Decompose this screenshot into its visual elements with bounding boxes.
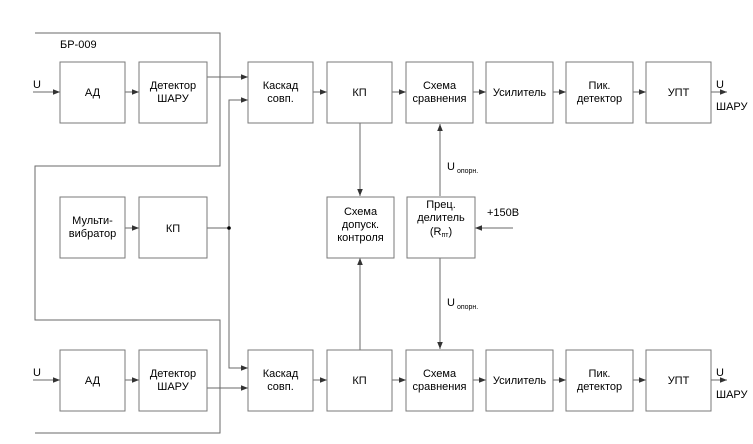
svg-text:сравнения: сравнения (413, 381, 467, 393)
svg-text:контроля: контроля (337, 232, 384, 244)
svg-text:АД: АД (85, 87, 101, 99)
output-label-top: U (716, 79, 724, 91)
block-amplifier-bottom: Усилитель (485, 349, 554, 412)
frame-label: БР-009 (60, 39, 97, 51)
svg-text:Детектор: Детектор (150, 80, 196, 92)
svg-text:детектор: детектор (577, 381, 622, 393)
svg-text:Усилитель: Усилитель (493, 87, 547, 99)
output-label-bottom-sub: ШАРУ (716, 389, 749, 401)
block-ad-top: АД (59, 61, 126, 124)
svg-text:вибратор: вибратор (69, 228, 116, 240)
svg-text:совп.: совп. (267, 93, 294, 105)
block-dc-amp-bottom: УПТ (645, 349, 712, 412)
block-precision-divider: Прец. делитель (Rпт) (406, 196, 476, 259)
block-detector-top: Детектор ШАРУ (138, 61, 208, 124)
svg-text:Прец.: Прец. (426, 199, 456, 211)
block-cascade-top: Каскад совп. (247, 61, 314, 124)
block-comparator-top: Схема сравнения (405, 61, 474, 124)
supply-label: +150В (487, 207, 519, 219)
svg-text:совп.: совп. (267, 381, 294, 393)
block-dc-amp-top: УПТ (645, 61, 712, 124)
svg-text:КП: КП (166, 223, 180, 235)
svg-text:Каскад: Каскад (263, 368, 299, 380)
svg-text:(Rпт): (Rпт) (430, 226, 452, 239)
block-cascade-bottom: Каскад совп. (247, 349, 314, 412)
connection-lines (33, 32, 727, 434)
block-detector-bottom: Детектор ШАРУ (138, 349, 208, 412)
svg-text:Схема: Схема (344, 206, 378, 218)
svg-text:сравнения: сравнения (413, 93, 467, 105)
block-comparator-bottom: Схема сравнения (405, 349, 474, 412)
svg-text:УПТ: УПТ (668, 87, 690, 99)
block-peak-detector-bottom: Пик. детектор (565, 349, 634, 412)
block-tolerance-control: Схема допуск. контроля (326, 196, 395, 259)
input-label-bottom: U (33, 367, 41, 379)
svg-text:допуск.: допуск. (342, 219, 379, 231)
svg-text:Пик.: Пик. (589, 368, 611, 380)
block-kp-bottom: КП (326, 349, 393, 412)
svg-text:УПТ: УПТ (668, 375, 690, 387)
svg-text:делитель: делитель (417, 212, 465, 224)
svg-text:ШАРУ: ШАРУ (157, 381, 190, 393)
input-label-top: U (33, 79, 41, 91)
svg-text:КП: КП (352, 87, 366, 99)
svg-text:Каскад: Каскад (263, 80, 299, 92)
block-ad-bottom: АД (59, 349, 126, 412)
block-kp-middle: КП (138, 196, 208, 259)
svg-text:КП: КП (352, 375, 366, 387)
output-label-bottom: U (716, 367, 724, 379)
svg-text:Мульти-: Мульти- (72, 215, 113, 227)
block-amplifier-top: Усилитель (485, 61, 554, 124)
svg-text:Схема: Схема (423, 80, 457, 92)
svg-text:ШАРУ: ШАРУ (157, 93, 190, 105)
block-multivibrator: Мульти- вибратор (59, 196, 126, 259)
block-kp-top: КП (326, 61, 393, 124)
svg-text:Детектор: Детектор (150, 368, 196, 380)
svg-text:Пик.: Пик. (589, 80, 611, 92)
junction-dot (227, 226, 231, 230)
output-label-top-sub: ШАРУ (716, 101, 749, 113)
svg-text:Схема: Схема (423, 368, 457, 380)
svg-text:АД: АД (85, 375, 101, 387)
block-peak-detector-top: Пик. детектор (565, 61, 634, 124)
svg-text:Усилитель: Усилитель (493, 375, 547, 387)
svg-text:детектор: детектор (577, 93, 622, 105)
